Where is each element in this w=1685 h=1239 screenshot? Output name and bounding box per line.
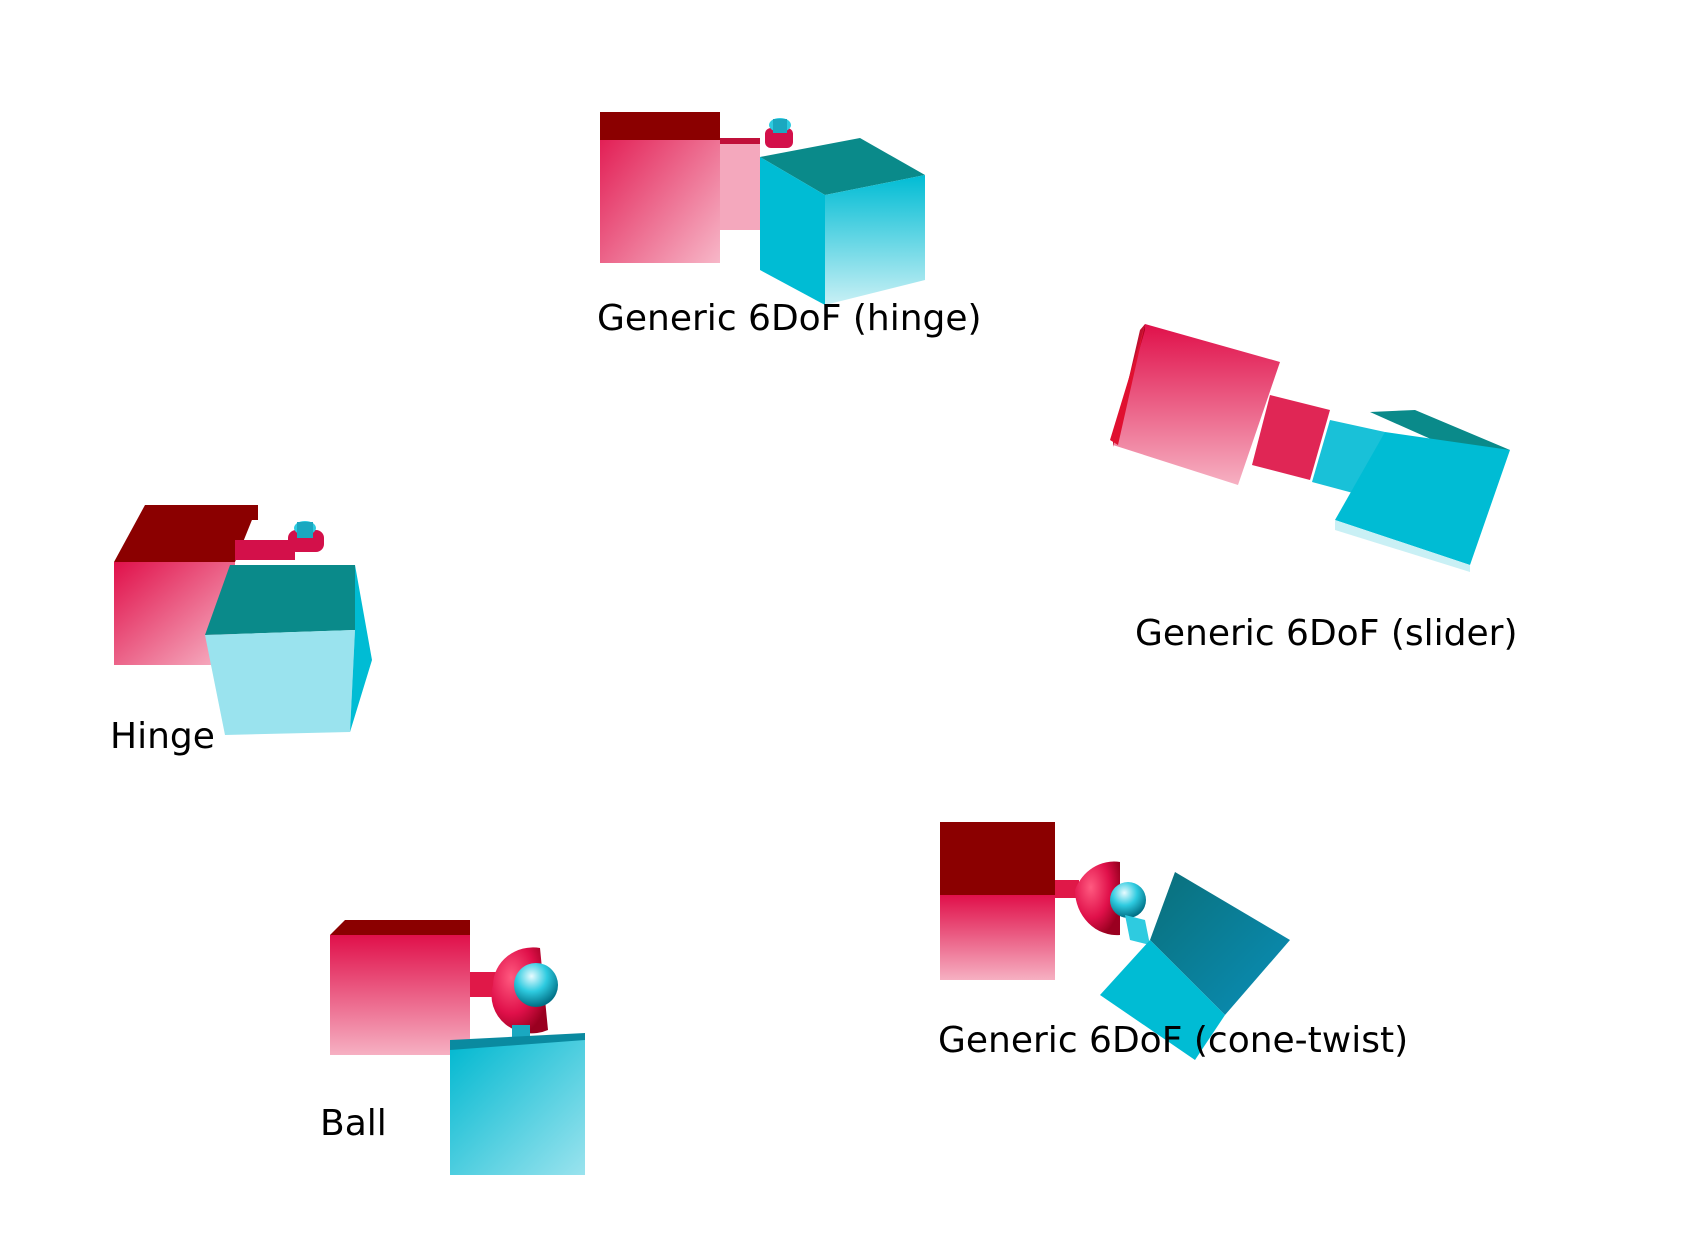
label-generic-6dof-hinge: Generic 6DoF (hinge) <box>597 298 982 339</box>
label-generic-6dof-slider: Generic 6DoF (slider) <box>1135 613 1518 654</box>
slider-6dof-model <box>1110 324 1510 572</box>
label-ball: Ball <box>320 1103 387 1144</box>
ball-model <box>330 920 585 1175</box>
hinge-model <box>114 505 372 735</box>
label-hinge: Hinge <box>110 716 215 757</box>
conetwist-6dof-model <box>940 822 1290 1060</box>
hinge-6dof-model <box>600 112 925 305</box>
label-generic-6dof-cone-twist: Generic 6DoF (cone-twist) <box>938 1020 1408 1061</box>
